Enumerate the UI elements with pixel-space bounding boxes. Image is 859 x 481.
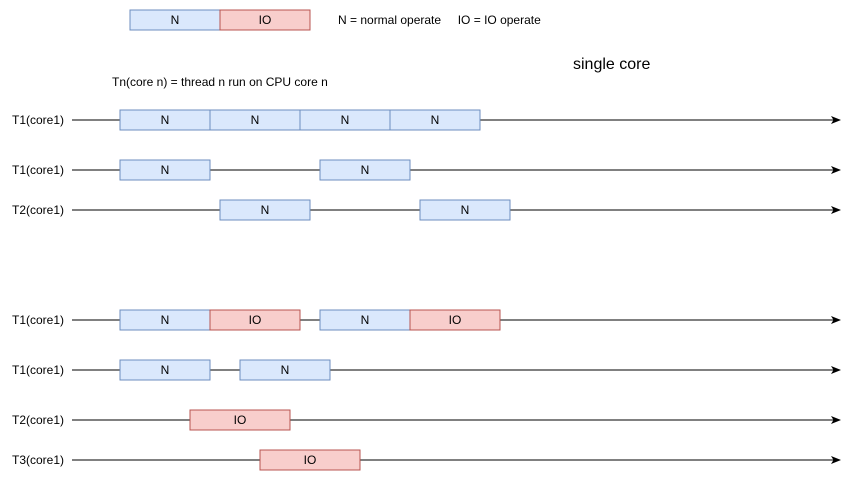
block-box — [119, 159, 211, 181]
notation-note: Tn(core n) = thread n run on CPU core n — [112, 75, 328, 89]
block-box — [409, 309, 501, 331]
block-box — [389, 109, 481, 131]
block-box — [189, 409, 291, 431]
block-label: N — [361, 313, 370, 327]
normal-operation-block: N — [319, 309, 411, 331]
timeline-row: T2(core1) IO — [12, 409, 841, 431]
timeline-row: T1(core1) N IO N IO — [12, 309, 841, 331]
io-operation-block: IO — [409, 309, 501, 331]
block-box — [219, 199, 311, 221]
normal-operation-block: N — [119, 309, 211, 331]
block-label: IO — [449, 313, 462, 327]
block-label: N — [281, 363, 290, 377]
block-box — [419, 199, 511, 221]
normal-operation-block: N — [209, 109, 301, 131]
block-box — [319, 159, 411, 181]
block-label: N — [161, 313, 170, 327]
block-label: N — [161, 163, 170, 177]
timeline-label: T2(core1) — [12, 413, 64, 427]
timeline-label: T1(core1) — [12, 313, 64, 327]
block-label: N — [361, 163, 370, 177]
block-label: N — [431, 113, 440, 127]
legend-n-label: N — [171, 13, 180, 27]
normal-operation-block: N — [239, 359, 331, 381]
block-box — [259, 449, 361, 471]
timeline-row: T3(core1) IO — [12, 449, 841, 471]
block-label: N — [161, 113, 170, 127]
legend-item-io: IO — [219, 9, 311, 31]
io-operation-block: IO — [209, 309, 301, 331]
block-label: N — [161, 363, 170, 377]
normal-operation-block: N — [319, 159, 411, 181]
io-operation-block: IO — [189, 409, 291, 431]
normal-operation-block: N — [119, 359, 211, 381]
normal-operation-block: N — [299, 109, 391, 131]
block-label: IO — [234, 413, 247, 427]
timeline-label: T3(core1) — [12, 453, 64, 467]
legend-io-box — [219, 9, 311, 31]
io-operation-block: IO — [259, 449, 361, 471]
block-label: N — [261, 203, 270, 217]
block-box — [119, 359, 211, 381]
timeline-label: T2(core1) — [12, 203, 64, 217]
timeline-label: T1(core1) — [12, 113, 64, 127]
block-label: N — [341, 113, 350, 127]
block-label: IO — [249, 313, 262, 327]
block-box — [209, 309, 301, 331]
timeline-row: T1(core1) N N — [12, 159, 841, 181]
normal-operation-block: N — [119, 159, 211, 181]
diagram-title: single core — [573, 56, 650, 73]
block-label: N — [251, 113, 260, 127]
legend-io-label: IO — [259, 13, 272, 27]
timeline-row: T1(core1) N N — [12, 359, 841, 381]
normal-operation-block: N — [419, 199, 511, 221]
legend: N IO N = normal operate IO = IO operate — [129, 9, 541, 31]
block-label: N — [461, 203, 470, 217]
legend-description: N = normal operate IO = IO operate — [338, 13, 541, 27]
block-label: IO — [304, 453, 317, 467]
timeline-label: T1(core1) — [12, 363, 64, 377]
legend-item-n: N — [129, 9, 221, 31]
normal-operation-block: N — [219, 199, 311, 221]
timeline-row: T2(core1) N N — [12, 199, 841, 221]
normal-operation-block: N — [389, 109, 481, 131]
normal-operation-block: N — [119, 109, 211, 131]
timeline-row: T1(core1) N N N N — [12, 109, 841, 131]
timeline-label: T1(core1) — [12, 163, 64, 177]
block-box — [239, 359, 331, 381]
